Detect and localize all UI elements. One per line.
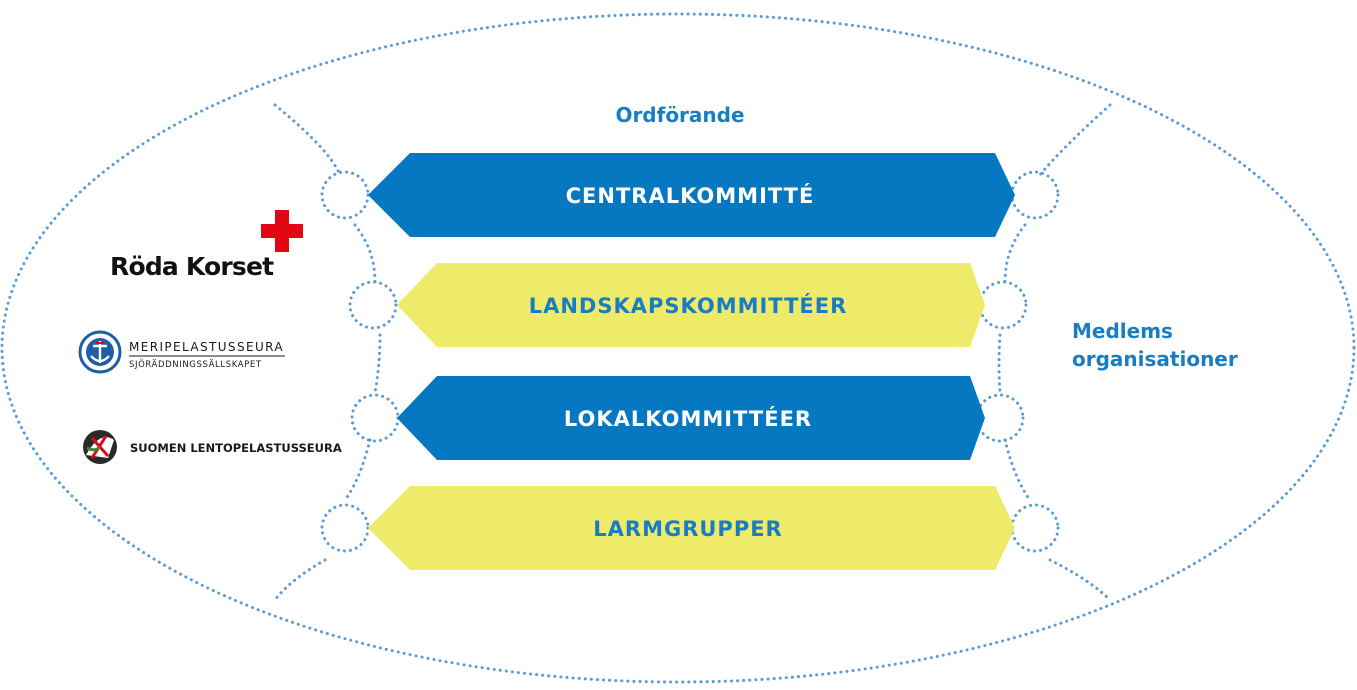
meripelastusseura-name: MERIPELASTUSSEURA xyxy=(129,340,284,354)
level-band-shape xyxy=(397,263,985,347)
junction-circle xyxy=(350,393,400,443)
level-label: CENTRALKOMMITTÉ xyxy=(566,183,815,208)
lentopelastusseura-logo: SUOMEN LENTOPELASTUSSEURA xyxy=(83,430,342,464)
lentopelastusseura-name: SUOMEN LENTOPELASTUSSEURA xyxy=(130,441,342,455)
level-band-larmgrupper: LARMGRUPPER xyxy=(368,486,1015,570)
level-band-shape xyxy=(397,376,985,460)
anchor-emblem-icon xyxy=(78,330,122,374)
level-label: LOKALKOMMITTÉER xyxy=(564,406,812,431)
members-heading-line2: organisationer xyxy=(1072,347,1238,371)
junction-circle xyxy=(348,280,398,330)
left-connector-curve xyxy=(273,103,382,602)
level-label: LARMGRUPPER xyxy=(593,517,782,541)
outer-dotted-ellipse xyxy=(0,12,1356,684)
rescue-emblem-icon xyxy=(83,430,117,464)
level-label: LANDSKAPSKOMMITTÉER xyxy=(529,293,848,318)
junction-circle xyxy=(1010,170,1060,220)
junction-circle xyxy=(320,503,370,553)
members-heading-line1: Medlems xyxy=(1072,319,1173,343)
red-cross-logo: Röda Korset xyxy=(110,210,303,281)
chair-heading: Ordförande xyxy=(615,103,744,127)
level-band-shape xyxy=(368,153,1015,237)
junction-circle xyxy=(978,280,1028,330)
level-band-lokalkommitteer: LOKALKOMMITTÉER xyxy=(397,376,985,460)
right-connector-curve xyxy=(997,103,1112,602)
red-cross-icon xyxy=(261,210,303,252)
sjoraddningssallskapet-name: SJÖRÄDDNINGSSÄLLSKAPET xyxy=(129,359,262,370)
level-band-landskapskommitteer: LANDSKAPSKOMMITTÉER xyxy=(397,263,985,347)
junction-circle xyxy=(320,170,370,220)
level-band-centralkommitte: CENTRALKOMMITTÉ xyxy=(368,153,1015,237)
meripelastusseura-logo: MERIPELASTUSSEURA SJÖRÄDDNINGSSÄLLSKAPET xyxy=(78,330,285,374)
level-band-shape xyxy=(368,486,1015,570)
junction-circle xyxy=(1010,503,1060,553)
red-cross-name: Röda Korset xyxy=(110,252,274,281)
